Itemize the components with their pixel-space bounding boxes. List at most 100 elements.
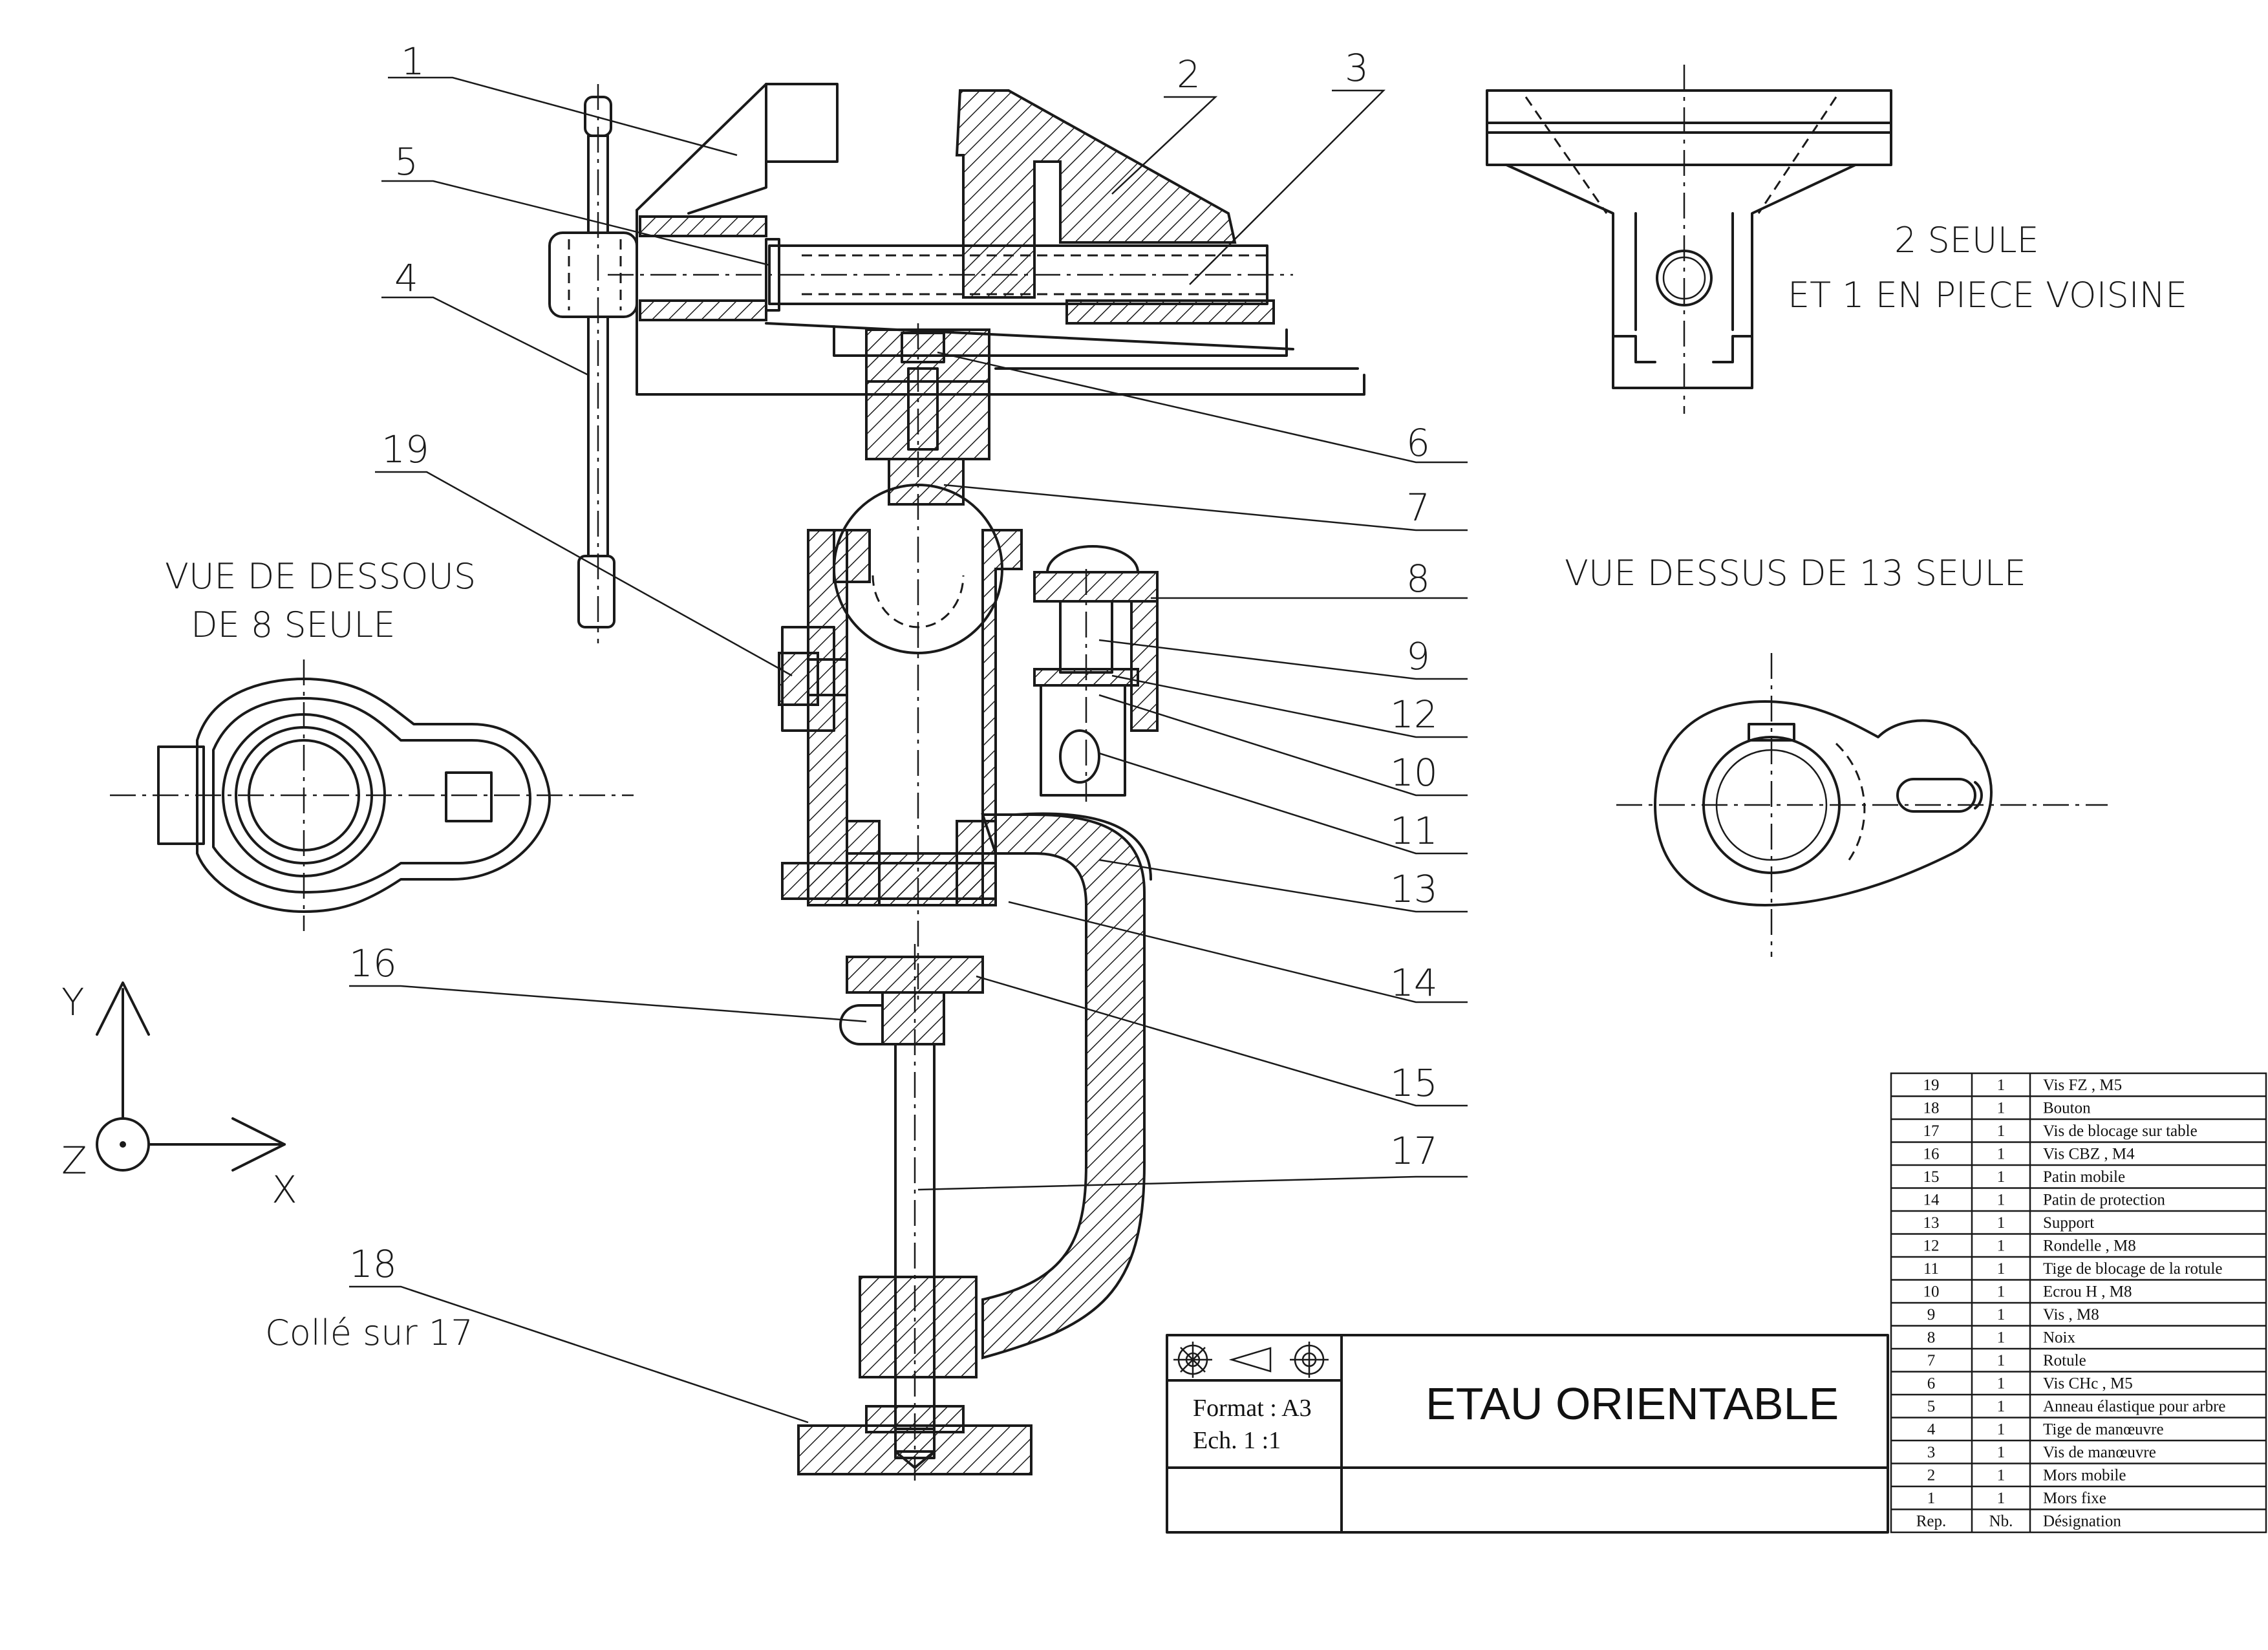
note-glued: Collé sur 17 [265,1312,473,1353]
bom-rep-cell: 19 [1923,1077,1940,1094]
callout-3: 3 [1345,46,1369,90]
bom-nb-cell: 1 [1997,1306,2006,1323]
bom-rep-cell: 9 [1927,1306,1936,1323]
callout-13: 13 [1390,867,1438,911]
bom-rep-cell: 11 [1923,1260,1939,1278]
bom-designation-cell: Noix [2043,1329,2076,1347]
clamp-arm [1033,545,1159,802]
bom-rep-cell: 18 [1923,1100,1940,1117]
callout-18: 18 [349,1242,397,1286]
bom-rep-cell: 15 [1923,1168,1940,1186]
callout-17: 17 [1390,1129,1438,1173]
bom-designation-cell: Anneau élastique pour arbre [2043,1398,2226,1415]
bom-designation-cell: Rondelle , M8 [2043,1238,2136,1255]
bom-nb-cell: 1 [1997,1444,2006,1461]
bom-nb-cell: 1 [1997,1352,2006,1369]
callout-6: 6 [1406,421,1430,465]
bom-designation-cell: Vis , M8 [2043,1306,2099,1323]
moving-jaw [765,89,1359,370]
bom-nb-cell: 1 [1997,1192,2006,1209]
projection-symbol-icon [1173,1342,1329,1378]
bom-nb-cell: 1 [1997,1490,2006,1507]
callout-11: 11 [1390,809,1438,853]
lower-clamp [839,944,984,1481]
callout-4: 4 [394,256,418,300]
bom-rep-cell: 13 [1923,1214,1940,1232]
bom-rep-cell: Rep. [1916,1513,1947,1530]
bom-designation-cell: Vis de blocage sur table [2043,1122,2198,1140]
bom-rep-cell: 12 [1923,1238,1940,1255]
callout-5: 5 [394,140,418,184]
note-view-top-13: VUE DESSUS DE 13 SEULE [1565,553,2026,594]
bom-rep-cell: 4 [1927,1421,1936,1439]
callout-14: 14 [1390,961,1438,1005]
callout-12: 12 [1390,692,1438,736]
callout-19: 19 [381,427,429,471]
bom-nb-cell: 1 [1997,1398,2006,1415]
callout-9: 9 [1406,634,1430,678]
bom-designation-cell: Mors fixe [2043,1490,2106,1507]
callout-16: 16 [349,941,397,985]
bom-rep-cell: 17 [1923,1122,1940,1140]
bom-nb-cell: 1 [1997,1122,2006,1140]
format-text: Format : A3 [1193,1395,1312,1422]
bom-nb-cell: 1 [1997,1421,2006,1439]
view-below-8 [110,659,634,931]
bom-designation-cell: Patin de protection [2043,1192,2165,1209]
callout-15: 15 [1390,1061,1438,1105]
bom-rep-cell: 6 [1927,1375,1936,1393]
bom-nb-cell: 1 [1997,1329,2006,1347]
bom-designation-cell: Tige de blocage de la rotule [2043,1260,2222,1278]
note-view-below-2: DE 8 SEULE [191,605,396,645]
bom-designation-cell: Vis FZ , M5 [2043,1077,2122,1094]
note-part2-2: ET 1 EN PIECE VOISINE [1788,275,2187,316]
nut-body [778,529,1023,906]
bom-designation-cell: Rotule [2043,1352,2086,1369]
drawing-title: ETAU ORIENTABLE [1426,1378,1839,1429]
view-top-13 [1616,653,2108,957]
support-frame [859,812,1152,1378]
callout-numbers: 1 2 3 4 5 6 7 8 9 12 10 11 13 14 15 16 1… [349,39,1438,1286]
bom-nb-cell: 1 [1997,1260,2006,1278]
bom-nb-cell: 1 [1997,1375,2006,1393]
bom-nb-cell: 1 [1997,1146,2006,1163]
callout-10: 10 [1390,751,1438,795]
bom-designation-cell: Désignation [2043,1513,2121,1530]
bom-nb-cell: 1 [1997,1283,2006,1301]
operating-screw [608,238,1293,312]
bom-designation-cell: Vis CHc , M5 [2043,1375,2133,1393]
axis-y-label: Y [61,980,84,1024]
bom-rep-cell: 8 [1927,1329,1936,1347]
bom-rep-cell: 10 [1923,1283,1940,1301]
callout-2: 2 [1177,52,1201,96]
bom-designation-cell: Mors mobile [2043,1467,2126,1484]
bom-designation-cell: Patin mobile [2043,1168,2125,1186]
part2-view [1486,65,1892,414]
note-part2-1: 2 SEULE [1894,220,2039,261]
bom-designation-cell: Tige de manœuvre [2043,1421,2164,1439]
axis-z-label: Z [61,1139,87,1183]
scale-text: Ech. 1 :1 [1193,1427,1281,1454]
bom-rep-cell: 5 [1927,1398,1936,1415]
bom-rep-cell: 2 [1927,1467,1936,1484]
bom-rep-cell: 16 [1923,1146,1940,1163]
bom-nb-cell: 1 [1997,1238,2006,1255]
main-section-view [548,83,1365,1481]
bom-designation-cell: Bouton [2043,1100,2091,1117]
handle-bar [548,84,638,643]
bom-designation-cell: Vis CBZ , M4 [2043,1146,2135,1163]
notes: VUE DE DESSOUS DE 8 SEULE VUE DESSUS DE … [165,220,2187,1353]
bom-designation-cell: Ecrou H , M8 [2043,1283,2132,1301]
callout-leaders [349,76,1468,1424]
bom-nb-cell: 1 [1997,1467,2006,1484]
callout-1: 1 [401,39,425,83]
axis-triad: Y Z X [61,980,297,1212]
title-block: Format : A3 Ech. 1 :1 ETAU ORIENTABLE [1166,1334,1889,1534]
axis-x-label: X [272,1168,297,1212]
knob [797,1405,1032,1475]
bom-designation-cell: Support [2043,1214,2094,1232]
bom-rep-cell: 1 [1927,1490,1936,1507]
callout-7: 7 [1406,486,1430,530]
